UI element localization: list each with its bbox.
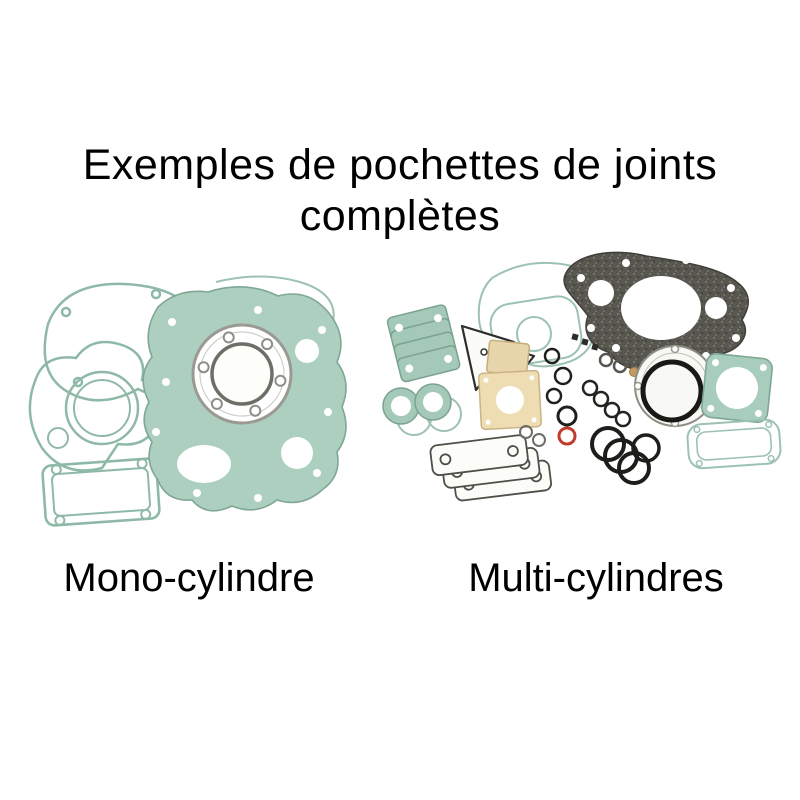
reed-gasket-stack: [386, 304, 461, 383]
multi-cylinder-label: Multi-cylindres: [468, 556, 724, 600]
gasket-edge-outline: [215, 275, 335, 323]
red-oring: [557, 426, 577, 446]
multi-cylinder-gasket-illustration: [376, 248, 794, 548]
cylinder-head-gasket-round: [191, 323, 293, 425]
teal-ring-pair: [382, 383, 462, 436]
rect-gasket-stack-white: [429, 434, 552, 502]
head-gasket-round-white: [633, 344, 717, 428]
oring-stack-large: [590, 426, 661, 485]
title-line-2: complètes: [299, 191, 501, 240]
clutch-cover-gasket-outline: [28, 340, 162, 472]
large-black-oring: [640, 359, 704, 423]
tiny-square-shims: [571, 333, 599, 351]
small-orings-column: [543, 347, 578, 427]
base-gasket-rectangular: [41, 457, 161, 527]
title-line-1: Exemples de pochettes de joints: [82, 141, 718, 189]
cylinder-base-gasket-teal: [701, 352, 773, 424]
cover-gasket-outline-c: [686, 418, 782, 470]
oring-chain: [581, 379, 632, 428]
paper-gasket-square: [478, 369, 542, 431]
crankcase-gasket-speckled: [563, 251, 749, 371]
small-gray-rings: [519, 425, 546, 447]
mono-cylinder-gasket-illustration: [6, 262, 370, 562]
mono-cylinder-label: Mono-cylindre: [63, 556, 315, 600]
